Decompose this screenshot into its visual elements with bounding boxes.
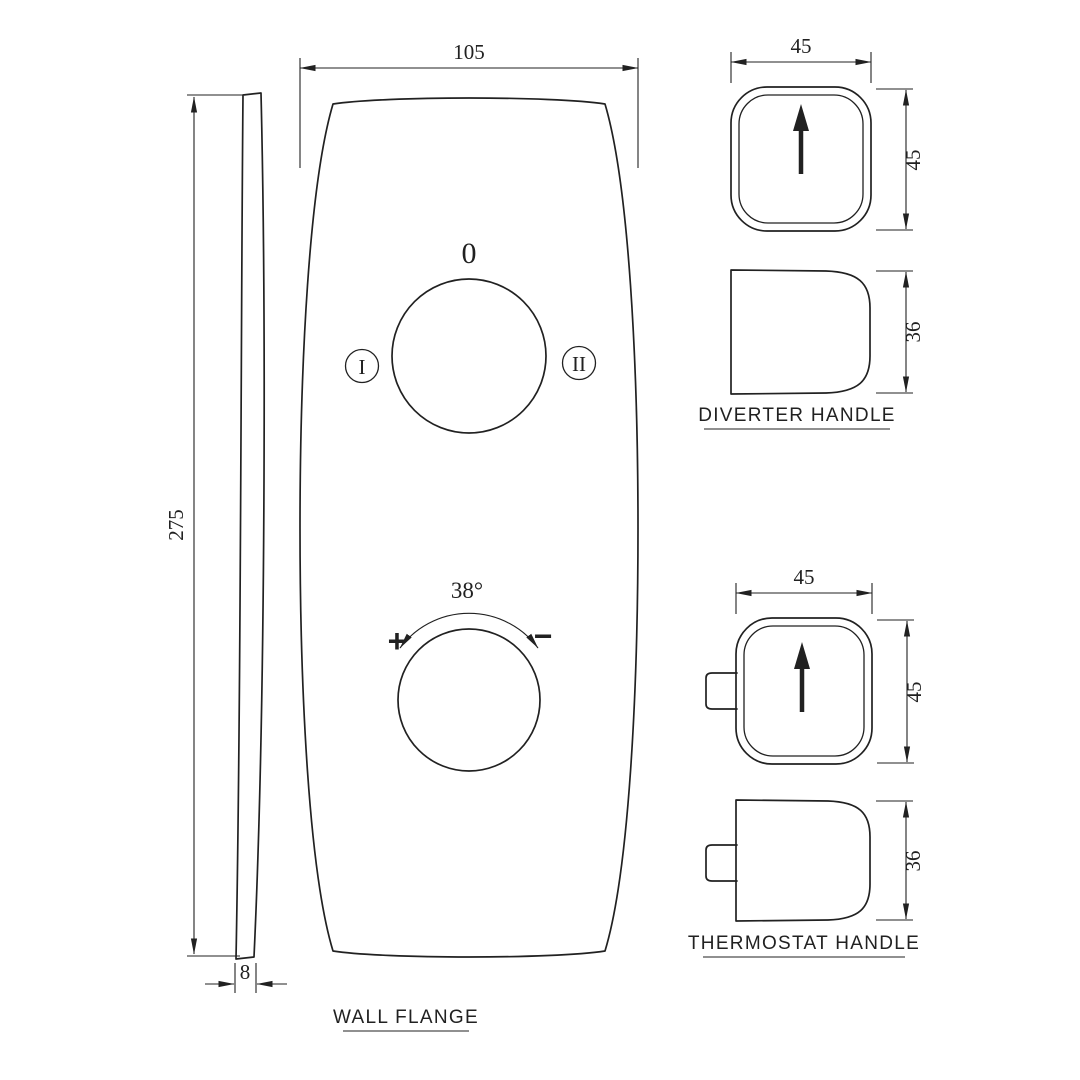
wall-flange-label: WALL FLANGE (333, 1007, 479, 1028)
thermostat-handle-views: 45 45 36 THERMOSTAT HANDLE (688, 565, 926, 958)
hotter-marking: + (388, 623, 407, 659)
diverter-handle-side-profile (730, 269, 871, 395)
diverter-handle-label: DIVERTER HANDLE (698, 405, 896, 426)
diverter-handle-inner-outline (738, 94, 864, 224)
dim-thermostat-depth: 36 (876, 800, 925, 921)
thermostat-handle-inner-outline (743, 625, 865, 757)
dim-flange-width: 105 (299, 40, 639, 168)
dim-flange-thickness: 8 (205, 960, 287, 993)
dim-diverter-width: 45 (730, 34, 872, 83)
dim-thermostat-height-text: 45 (902, 682, 926, 703)
dim-diverter-depth-text: 36 (901, 322, 925, 343)
thermostat-dial: 38° + − (388, 578, 553, 772)
dim-flange-thickness-text: 8 (240, 960, 251, 984)
dim-flange-height-text: 275 (164, 509, 188, 541)
thermostat-handle-side-profile (735, 799, 871, 922)
dim-flange-width-text: 105 (453, 40, 485, 64)
dim-thermostat-height: 45 (877, 619, 926, 764)
port-two-circle (561, 345, 597, 381)
up-arrow-icon (794, 642, 810, 712)
thermostat-handle-label: THERMOSTAT HANDLE (688, 933, 920, 954)
port-two-marking: II (572, 352, 586, 376)
wall-flange-front-view: 105 0 I II 38° + − WALL FLANGE (299, 40, 639, 1032)
dim-diverter-width-text: 45 (791, 34, 812, 58)
dim-diverter-height-text: 45 (901, 150, 925, 171)
dim-flange-height: 275 (164, 94, 245, 957)
wall-flange-outline (299, 97, 639, 958)
wall-flange-side-view: 275 8 (164, 92, 287, 993)
diverter-off-marking: 0 (462, 237, 477, 270)
dim-thermostat-depth-text: 36 (901, 851, 925, 872)
wall-flange-side-profile (235, 92, 266, 960)
thermostat-handle-tab (705, 672, 738, 710)
arrow-head (793, 104, 809, 131)
diverter-hole (391, 278, 547, 434)
dim-diverter-height: 45 (876, 88, 925, 231)
dim-thermostat-width: 45 (735, 565, 873, 614)
diverter-handle-views: 45 45 36 DIVERTER HANDLE (698, 34, 925, 430)
thermostat-handle-outline (735, 617, 873, 765)
dim-diverter-depth: 36 (876, 270, 925, 394)
thermostat-hole (397, 628, 541, 772)
colder-marking: − (534, 618, 553, 654)
dim-thermostat-width-text: 45 (794, 565, 815, 589)
diverter-handle-outline (730, 86, 872, 232)
rotation-arc (399, 612, 539, 649)
port-one-marking: I (359, 355, 366, 379)
thermostat-handle-side-tab (705, 844, 738, 882)
port-one-circle (344, 348, 380, 384)
arrow-head (794, 642, 810, 669)
rotation-angle-text: 38° (451, 578, 483, 603)
up-arrow-icon (793, 104, 809, 174)
diverter-port: 0 I II (344, 237, 597, 434)
